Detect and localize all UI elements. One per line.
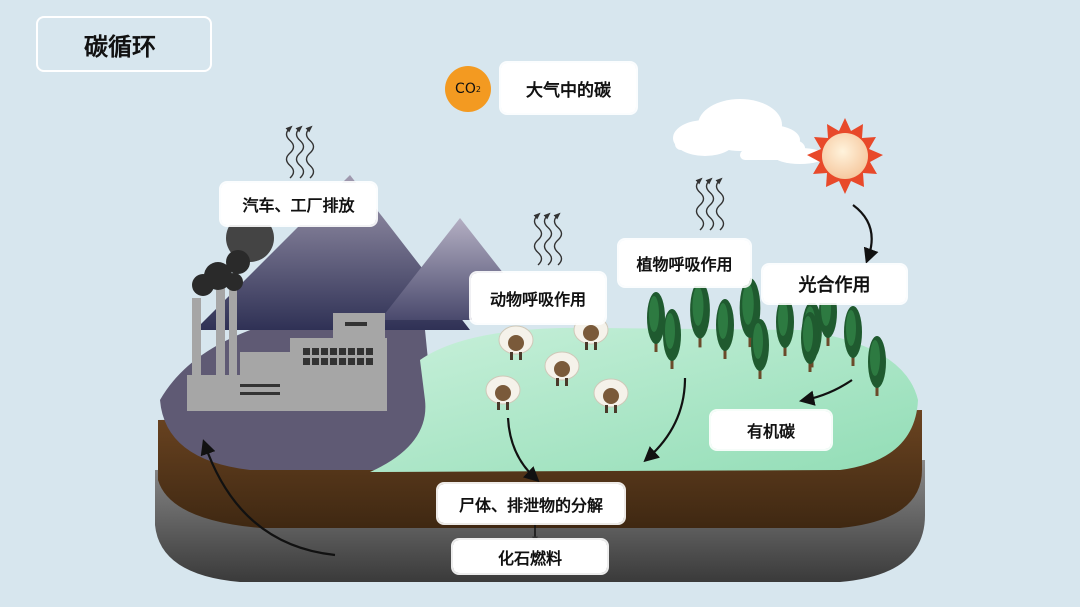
cycle-arrows xyxy=(200,204,879,557)
tree xyxy=(739,278,761,348)
animal-respiration-label: 动物呼吸作用 xyxy=(469,271,607,325)
sheep-flock xyxy=(485,315,629,413)
sheep-icon xyxy=(544,351,580,386)
tree xyxy=(751,319,769,379)
grassland xyxy=(370,327,918,472)
organic-carbon-label: 有机碳 xyxy=(709,409,833,451)
photosynthesis-label: 光合作用 xyxy=(761,263,908,305)
decomposition-label: 尸体、排泄物的分解 xyxy=(436,482,626,525)
co2-main: CO xyxy=(455,81,476,97)
mountain-large xyxy=(195,175,470,330)
fossil-fuel-label: 化石燃料 xyxy=(451,538,609,575)
smoke xyxy=(192,214,274,296)
trees xyxy=(647,278,886,396)
tree xyxy=(868,336,886,396)
atmosphere-carbon-label: 大气中的碳 xyxy=(499,61,638,115)
arrow-sun-to-photosynthesis xyxy=(852,204,879,264)
tree xyxy=(690,281,710,348)
sun-icon xyxy=(807,118,883,194)
arrow-fossil-to-factory xyxy=(200,439,336,557)
tree xyxy=(844,306,862,366)
tree xyxy=(716,299,734,359)
tree xyxy=(801,312,819,372)
arrow-trees-to-decomposition xyxy=(643,377,687,463)
emission-waves xyxy=(285,125,725,266)
tree xyxy=(776,296,794,356)
plant-respiration-label: 植物呼吸作用 xyxy=(617,238,752,288)
arrow-sheep-to-decomposition xyxy=(506,417,540,483)
co2-sub: 2 xyxy=(475,84,481,94)
page-title: 碳循环 xyxy=(36,16,212,72)
cars-factories-label: 汽车、工厂排放 xyxy=(219,181,378,227)
arrow-to-organic-carbon xyxy=(798,379,853,406)
sheep-icon xyxy=(573,315,609,350)
sheep-icon xyxy=(485,375,521,410)
cloud xyxy=(673,99,826,164)
sheep-icon xyxy=(498,325,534,360)
factory xyxy=(187,282,387,411)
tree xyxy=(647,292,665,352)
tree xyxy=(663,309,681,369)
sheep-icon xyxy=(593,378,629,413)
